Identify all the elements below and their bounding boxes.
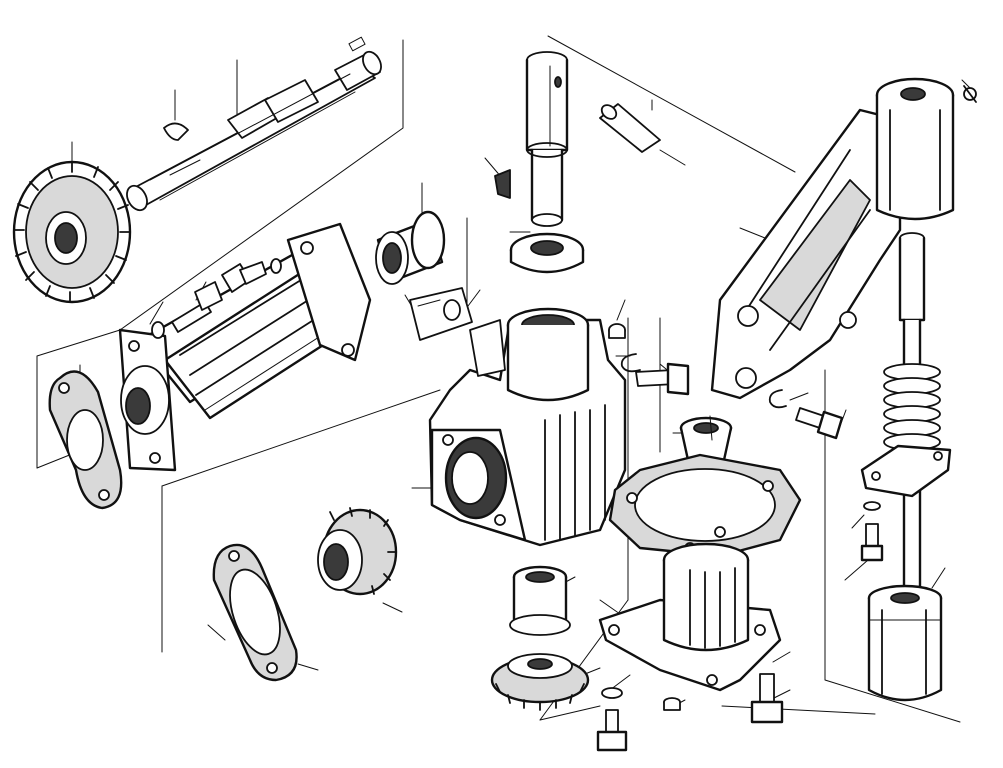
clip-icon bbox=[768, 389, 787, 409]
shaft-icon bbox=[126, 36, 382, 212]
cover-icon bbox=[598, 542, 782, 692]
key-icon bbox=[494, 169, 511, 199]
gasket-icon bbox=[212, 543, 298, 682]
bushing-icon bbox=[375, 210, 446, 285]
clip-icon bbox=[620, 353, 641, 373]
bolt-icon bbox=[635, 362, 690, 396]
bushing-icon bbox=[509, 565, 571, 636]
bracket-icon bbox=[710, 77, 955, 400]
plug-icon bbox=[608, 323, 626, 339]
housing-icon bbox=[428, 307, 627, 547]
screw-icon bbox=[663, 697, 681, 711]
nipple-icon bbox=[963, 85, 977, 103]
housing-icon bbox=[118, 222, 372, 472]
bolt-icon bbox=[750, 673, 784, 724]
bolt-icon bbox=[795, 407, 844, 440]
washer-icon bbox=[151, 258, 282, 339]
bolt-icon bbox=[596, 709, 628, 752]
sleeve-icon bbox=[867, 584, 943, 702]
bolt-icon bbox=[860, 523, 884, 562]
plate-icon bbox=[409, 287, 473, 341]
ring-icon bbox=[509, 232, 585, 274]
pin-icon bbox=[599, 103, 661, 153]
bolt-icon bbox=[171, 281, 223, 333]
washer-icon bbox=[863, 501, 881, 511]
gear-icon bbox=[317, 507, 398, 596]
washer-icon bbox=[601, 687, 623, 699]
worm-icon bbox=[860, 232, 952, 602]
pin-icon bbox=[525, 51, 569, 227]
key-icon bbox=[163, 122, 189, 141]
gear-icon bbox=[12, 160, 132, 304]
gasket-icon bbox=[48, 370, 123, 510]
bolt-icon bbox=[221, 261, 267, 293]
gasket-icon bbox=[608, 453, 802, 558]
gear-icon bbox=[490, 653, 590, 711]
